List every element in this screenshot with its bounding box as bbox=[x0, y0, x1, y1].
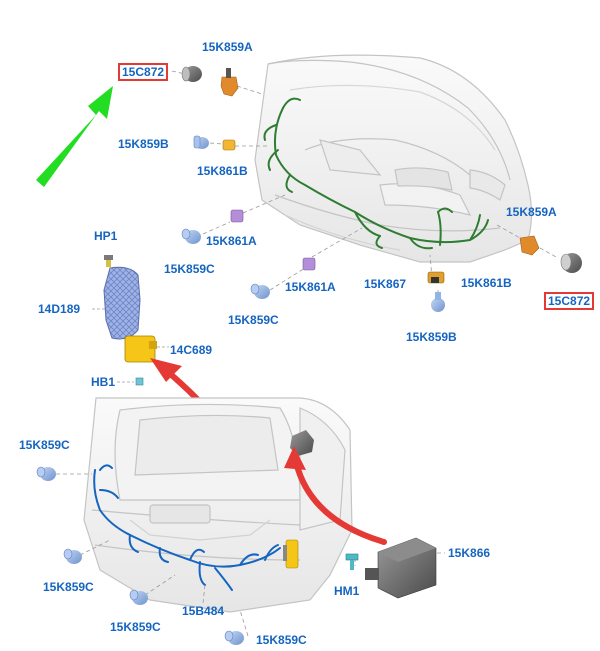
label-15b484: 15B484 bbox=[182, 604, 225, 618]
label-15k859c-rear-3: 15K859C bbox=[43, 580, 94, 594]
sensor-bracket-orange-icon bbox=[220, 68, 239, 97]
label-15k859c-rear-4: 15K859C bbox=[110, 620, 161, 634]
rear-vehicle-body bbox=[83, 397, 353, 613]
parking-sensor-gray-icon bbox=[181, 66, 202, 82]
sensor-bracket-orange-icon bbox=[519, 235, 540, 256]
label-14c689: 14C689 bbox=[170, 343, 213, 357]
label-15k861b-top: 15K861B bbox=[197, 164, 248, 178]
label-hb1: HB1 bbox=[91, 375, 116, 389]
red-arrow-control-unit bbox=[284, 446, 387, 545]
sensor-bracket-right-icon bbox=[427, 271, 445, 284]
label-15k859c-rear-left: 15K859C bbox=[19, 438, 70, 452]
front-vehicle-body bbox=[254, 54, 533, 263]
parking-sensor-blue-icon bbox=[36, 466, 244, 645]
module-bracket-group bbox=[92, 255, 169, 386]
label-15k861a-2: 15K861A bbox=[285, 280, 336, 294]
parking-sensor-blue-icon bbox=[431, 292, 445, 312]
rear-module-yellow-icon bbox=[283, 539, 299, 569]
label-15k859a-top: 15K859A bbox=[202, 40, 253, 54]
label-15k861a-1: 15K861A bbox=[206, 234, 257, 248]
connector-teal-icon bbox=[345, 553, 359, 570]
label-15k859c-2: 15K859C bbox=[228, 313, 279, 327]
green-arrow bbox=[36, 86, 113, 187]
parking-sensor-blue-icon bbox=[193, 135, 209, 149]
label-14d189: 14D189 bbox=[38, 302, 81, 316]
label-15k859c-1: 15K859C bbox=[164, 262, 215, 276]
label-15c872-top: 15C872 bbox=[118, 63, 169, 81]
label-hp1: HP1 bbox=[94, 229, 118, 243]
rear-harness bbox=[93, 464, 281, 591]
front-harness bbox=[263, 97, 489, 250]
sensor-bracket-yellow-icon bbox=[222, 139, 236, 151]
label-15k861b-right: 15K861B bbox=[461, 276, 512, 290]
control-unit-gray-icon bbox=[365, 537, 437, 599]
label-15c872-right: 15C872 bbox=[544, 292, 595, 310]
label-15k867: 15K867 bbox=[364, 277, 407, 291]
label-15k866: 15K866 bbox=[448, 546, 491, 560]
label-15k859a-right: 15K859A bbox=[506, 205, 557, 219]
parking-sensor-gray-icon bbox=[560, 253, 582, 273]
rear-module-gray-icon bbox=[290, 430, 314, 456]
connector-violet-icon bbox=[230, 209, 316, 271]
label-15k859c-rear-5: 15K859C bbox=[256, 633, 307, 647]
label-15k859b-right: 15K859B bbox=[406, 330, 457, 344]
label-hm1: HM1 bbox=[334, 584, 360, 598]
parking-sensor-blue-icon bbox=[181, 228, 270, 299]
label-15k859b-top: 15K859B bbox=[118, 137, 169, 151]
